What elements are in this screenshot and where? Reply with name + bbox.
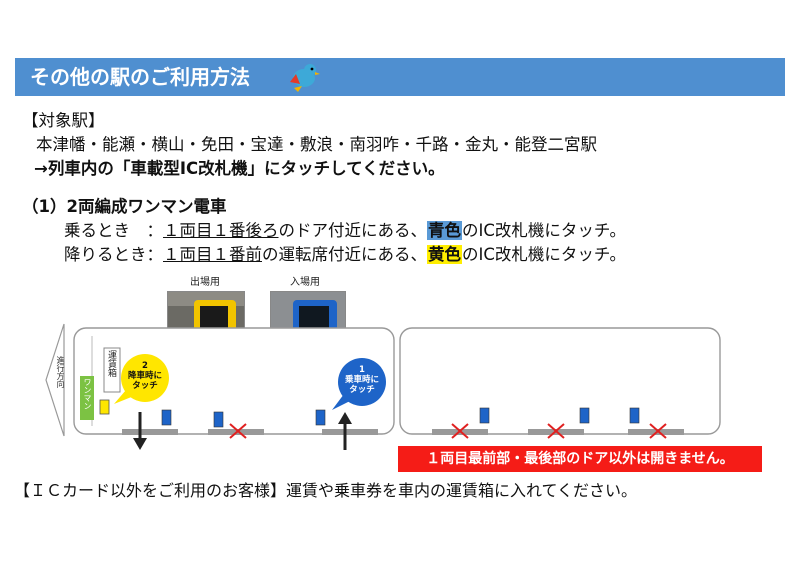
boarding-end: のIC改札機にタッチ。 <box>462 221 627 240</box>
exit-arrow-icon <box>133 412 147 450</box>
alighting-mid: の運転席付近にある、 <box>262 245 427 264</box>
train-diagram <box>45 323 721 450</box>
train-car-2 <box>399 327 721 435</box>
header-banner <box>15 58 785 96</box>
fare-box-label: 運賃箱 <box>106 350 116 377</box>
alighting-end: のIC改札機にタッチ。 <box>462 245 627 264</box>
entry-bubble-line2: タッチ <box>349 385 375 395</box>
closed-door-x-icon <box>229 423 667 439</box>
entry-bubble-text: 1 乗車時に タッチ <box>342 365 382 395</box>
yellow-highlight: 黄色 <box>427 245 462 264</box>
boarding-location: １両目１番後ろ <box>163 221 279 240</box>
door-warning-banner: １両目最前部・最後部のドア以外は開きません。 <box>398 446 762 472</box>
direction-arrow-icon <box>45 323 65 437</box>
footer-note: 【ＩＣカード以外をご利用のお客様】運賃や乗車券を車内の運賃箱に入れてください。 <box>14 481 638 500</box>
exit-bubble-number: 2 <box>142 361 148 371</box>
boarding-label: 乗るとき ： <box>64 221 163 240</box>
entry-bubble-number: 1 <box>359 365 365 375</box>
exit-bubble-line2: タッチ <box>132 381 158 391</box>
section-title: （1）2両編成ワンマン電車 <box>22 197 227 216</box>
boarding-mid: のドア付近にある、 <box>278 221 428 240</box>
entry-photo-label: 入場用 <box>290 277 320 288</box>
page-title: その他の駅のご利用方法 <box>30 65 250 89</box>
yellow-reader-marker <box>99 399 110 415</box>
entry-touch-bubble <box>338 358 386 406</box>
wanman-label: ワンマン <box>83 378 92 410</box>
station-list: 本津幡・能瀬・横山・免田・宝達・敷浪・南羽咋・千路・金丸・能登二宮駅 <box>36 135 597 154</box>
alighting-location: １両目１番前 <box>163 245 262 264</box>
direction-label: 進行方向 <box>56 356 65 388</box>
entry-bubble-line1: 乗車時に <box>344 375 379 385</box>
exit-touch-bubble <box>121 354 169 402</box>
target-heading: 【対象駅】 <box>22 111 105 130</box>
wanman-sign <box>80 376 94 420</box>
exit-photo-label: 出場用 <box>190 277 220 288</box>
exit-bubble-text: 2 降車時に タッチ <box>125 361 165 391</box>
exit-bubble-line1: 降車時に <box>127 371 162 381</box>
fare-box <box>103 347 121 393</box>
entry-arrow-icon <box>338 412 352 450</box>
alighting-label: 降りるとき： <box>64 245 163 264</box>
alighting-instruction: 降りるとき：１両目１番前の運転席付近にある、黄色のIC改札機にタッチ。 <box>64 244 626 266</box>
tap-instruction: →列車内の「車載型IC改札機」にタッチしてください。 <box>34 159 445 178</box>
blue-highlight: 青色 <box>427 221 462 240</box>
boarding-instruction: 乗るとき ：１両目１番後ろのドア付近にある、青色のIC改札機にタッチ。 <box>64 220 626 242</box>
mascot-icon <box>290 64 320 92</box>
